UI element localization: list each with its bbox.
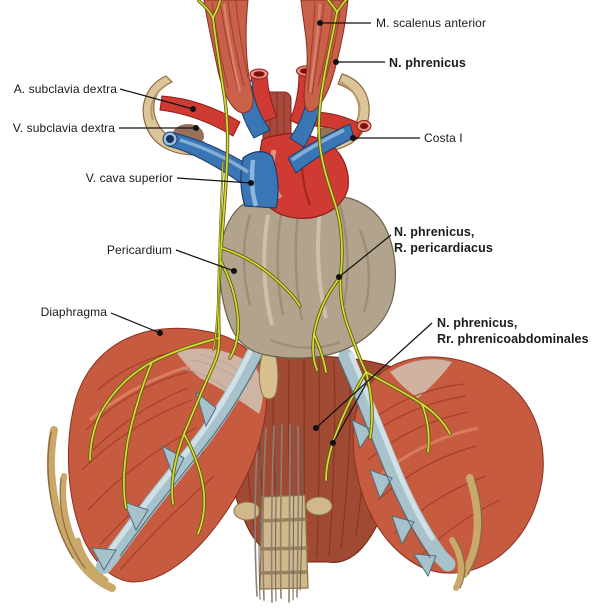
label-a-subclavia-dextra: A. subclavia dextra [13,82,117,96]
scalenus-anterior-muscles [203,0,349,114]
label-v-cava-superior: V. cava superior [85,171,173,185]
label-n-phrenicus-r-pericardiacus: N. phrenicus, R. pericardiacus [394,225,493,256]
lower-ribs [46,426,483,592]
leader-lines [110,20,433,447]
label-v-subclavia-dextra: V. subclavia dextra [12,121,115,135]
label-costa-i: Costa I [424,131,463,145]
label-n-phrenicus-rr-phrenicoabdominales: N. phrenicus, Rr. phrenicoabdominales [437,316,589,347]
label-diaphragma: Diaphragma [40,305,107,319]
diaphragm-right-dome [352,356,544,574]
label-n-phrenicus: N. phrenicus [389,56,466,70]
phrenic-nerves [88,0,452,536]
label-pericardium: Pericardium [106,243,172,257]
xiphoid-process [258,351,279,400]
label-m-scalenus-anterior: M. scalenus anterior [376,16,487,30]
superior-vena-cava [240,151,279,209]
vertebral-column [233,494,333,590]
